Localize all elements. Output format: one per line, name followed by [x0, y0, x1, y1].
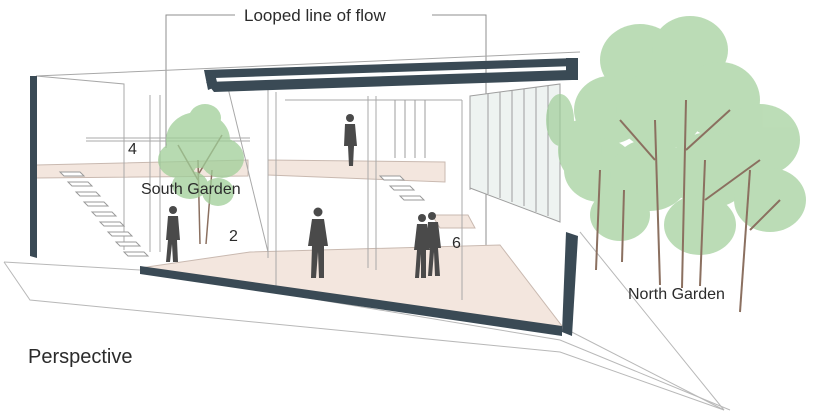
south-garden-tree — [158, 104, 244, 245]
north-garden-trees — [546, 16, 806, 313]
floor-label-6: 6 — [452, 235, 461, 252]
person-center — [308, 207, 328, 278]
floating-stair — [58, 171, 426, 257]
person-pair — [414, 212, 441, 278]
north-glazing — [394, 83, 561, 223]
person-upper-floor — [344, 114, 357, 166]
person-south — [166, 206, 180, 262]
diagram-title: Looped line of flow — [244, 6, 386, 25]
north-garden-label: North Garden — [628, 286, 725, 303]
floor-label-4: 4 — [128, 141, 137, 158]
south-garden-label: South Garden — [141, 181, 241, 198]
people-silhouettes — [166, 114, 441, 278]
floor-label-2: 2 — [229, 228, 238, 245]
site-outline — [3, 231, 731, 411]
view-caption: Perspective — [28, 346, 133, 368]
structural-walls — [30, 58, 578, 336]
